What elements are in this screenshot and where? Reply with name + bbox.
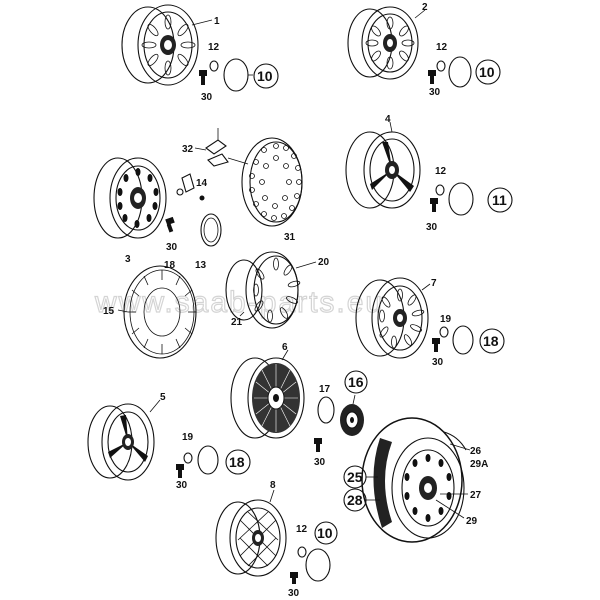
hub-cap-10a [223,58,249,92]
callout-10b: 10 [479,64,495,80]
hub-cap-10b [448,56,472,88]
wheel-bolt-30a [199,70,207,85]
ring-part-21 [225,259,263,321]
callout-27: 27 [470,490,482,501]
ring-part-17 [317,396,335,424]
callout-30c: 30 [166,242,178,253]
callout-15: 15 [103,306,115,317]
callout-10a: 10 [257,68,273,84]
callout-5: 5 [160,392,166,403]
hub-cap-10c [305,548,331,582]
callout-circle-16 [344,370,368,394]
hub-cap-11 [448,182,474,216]
callout-2: 2 [422,2,428,13]
callout-25: 25 [347,469,363,485]
callout-29: 29 [466,516,478,527]
hub-cap-18b [197,445,219,475]
center-ring-12c [435,184,445,196]
callout-18: 18 [164,260,176,271]
wheel-bolt-30g [176,464,184,478]
callout-30b: 30 [429,87,441,98]
hubcap-part-20 [245,251,301,329]
callout-11: 11 [492,192,507,208]
hub-cap-18a [452,325,474,355]
wheel-bolt-30h [290,572,298,584]
callout-14: 14 [196,178,208,189]
center-ring-12b [436,60,446,72]
callout-19b: 19 [182,432,194,443]
wheel-trim-31 [241,137,303,227]
wheel-bolt-30f [314,438,322,452]
callout-28: 28 [347,492,363,508]
wheel-bolt-30b [428,70,436,84]
callout-30f: 30 [314,457,326,468]
callout-10c: 10 [317,525,333,541]
callout-30g: 30 [176,480,188,491]
spinner-cap-16 [340,404,364,436]
wheel-cover-15 [123,265,197,359]
center-ring-12d [297,546,307,558]
wheel-part-4 [345,131,421,209]
callout-30d: 30 [426,222,438,233]
callout-30e: 30 [432,357,444,368]
watermark-text: www.saab-parts.eu [94,286,384,319]
callout-19a: 19 [440,314,452,325]
valve-part-14 [176,173,205,201]
wheel-part-1 [121,4,199,86]
wheel-bolt-30d [430,198,438,212]
callout-4: 4 [385,114,391,125]
callout-circle-10c [314,521,338,545]
wheel-part-7 [355,277,429,359]
trim-ring-13 [200,213,222,247]
callout-30a: 30 [201,92,213,103]
callout-12b: 12 [436,42,448,53]
wheel-part-8 [215,499,287,577]
callout-13: 13 [195,260,207,271]
callout-circle-11 [487,187,513,213]
callout-8: 8 [270,480,276,491]
wheel-part-3 [93,157,167,239]
wheel-bolt-30e [432,338,440,352]
clip-part-32 [205,128,229,167]
center-ring-12a [209,60,219,72]
callout-3: 3 [125,254,131,265]
tyre-assembly [361,417,467,543]
callout-16: 16 [348,374,364,390]
center-ring-19a [439,326,449,338]
leader-line-1 [191,19,213,26]
wheel-part-2 [347,6,419,80]
callout-12d: 12 [296,524,308,535]
callout-30h: 30 [288,588,300,599]
callout-circle-10b [475,59,501,85]
callout-circle-18b [225,449,251,475]
callout-6: 6 [282,342,288,353]
center-ring-19b [183,452,193,464]
callout-26: 26 [470,446,482,457]
wheel-part-5 [87,403,155,481]
callout-circle-18a [479,328,505,354]
callout-circle-10a [253,63,279,89]
callout-12c: 12 [435,166,447,177]
callout-21: 21 [231,317,243,328]
callout-7: 7 [431,278,437,289]
callout-1: 1 [214,16,220,27]
callout-29A: 29A [470,459,488,470]
wheel-bolt-30c [165,216,175,233]
callout-32: 32 [182,144,194,155]
callout-18b: 18 [229,454,245,470]
callout-20: 20 [318,257,330,268]
callout-31: 31 [284,232,296,243]
callout-12a: 12 [208,42,220,53]
wheel-part-6 [230,357,305,439]
callout-18a: 18 [483,333,499,349]
callout-17: 17 [319,384,331,395]
